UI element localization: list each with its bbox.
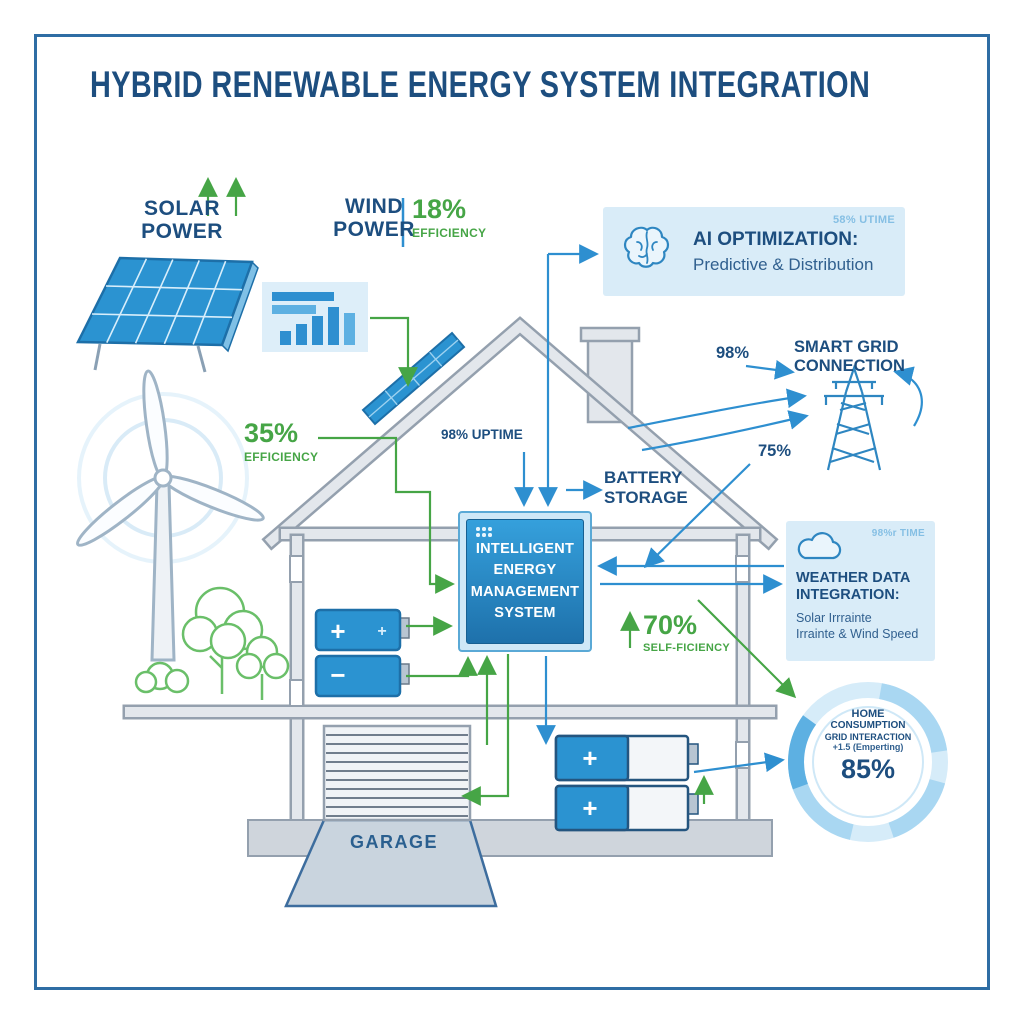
gauge-line4: +1.5 (Emperting): [832, 742, 904, 752]
transmission-tower-icon: [824, 364, 884, 471]
ems-title-line4: SYSTEM: [494, 604, 556, 621]
gauge-line3: GRID INTERACTION: [824, 732, 912, 742]
turbine-efficiency-value: 35%: [244, 418, 299, 448]
garage-label: GARAGE: [350, 832, 439, 852]
border-frame: [34, 34, 990, 990]
smart-grid-label: SMART GRID CONNECTION: [794, 338, 905, 377]
gauge-value: 85%: [840, 754, 896, 784]
weather-subtitle-line1: Solar Irrrainte: [796, 610, 872, 625]
wind-power-line1: WIND: [345, 195, 403, 218]
gauge-line2: CONSUMPTION: [830, 720, 906, 731]
self-sufficiency-stat: 70% SELF-FICIENCY: [643, 610, 731, 655]
gauge-ring: [788, 681, 948, 842]
grid-interaction-value: 75%: [758, 442, 792, 460]
battery-storage-label: BATTERY STORAGE: [604, 468, 688, 508]
weather-title: WEATHER DATA INTEGRATION:: [796, 570, 925, 605]
solar-power-label: SOLAR POWER: [126, 197, 238, 243]
wind-efficiency-label: EFFICIENCY: [412, 226, 487, 240]
bar-chart-icon: [262, 282, 368, 352]
battery-bank-plus-2: +: [582, 793, 597, 823]
brain-icon: [624, 226, 669, 268]
wind-power-label: WIND POWER: [328, 195, 420, 241]
gauge-line1: HOME: [851, 708, 885, 720]
weather-subtitle-line2: Irrainte & Wind Speed: [796, 627, 919, 642]
weather-title-line1: WEATHER DATA: [796, 570, 911, 586]
smart-grid-line2: CONNECTION: [794, 357, 905, 376]
ai-uptime-badge: 58% UTIME: [833, 214, 895, 226]
ai-optimization-panel: 58% UTIME AI OPTIMIZATION: Predictive & …: [603, 207, 905, 296]
energy-management-system-box: INTELLIGENT ENERGY MANAGEMENT SYSTEM: [458, 511, 592, 652]
page-title: HYBRID RENEWABLE ENERGY SYSTEM INTEGRATI…: [90, 64, 871, 105]
weather-title-line2: INTEGRATION:: [796, 587, 900, 604]
ems-title-line3: MANAGEMENT: [470, 583, 580, 600]
self-sufficiency-value: 70%: [643, 610, 698, 640]
weather-subtitle: Solar Irrrainte Irrainte & Wind Speed: [796, 610, 925, 643]
wind-turbine-illustration: [76, 369, 265, 662]
ems-uptime-label: 98% UPTIME: [441, 427, 523, 442]
battery-minus-symbol: −: [330, 660, 345, 690]
ai-optimization-subtitle: Predictive & Distribution: [693, 254, 874, 274]
consumption-gauge-label: HOME CONSUMPTION GRID INTERACTION +1.5 (…: [810, 708, 926, 785]
battery-bank-illustration: + +: [554, 734, 699, 832]
ems-inner-panel: INTELLIGENT ENERGY MANAGEMENT SYSTEM: [466, 519, 584, 644]
self-sufficiency-label: SELF-FICIENCY: [643, 642, 731, 654]
weather-data-panel: 98%r TIME WEATHER DATA INTEGRATION: Sola…: [786, 521, 935, 661]
ems-title-line1: INTELLIGENT: [475, 541, 575, 558]
battery-storage-line1: BATTERY: [604, 468, 683, 487]
smart-grid-line1: SMART GRID: [794, 338, 899, 356]
weather-uptime-badge: 98%r TIME: [871, 528, 925, 539]
ems-title-line2: ENERGY: [493, 562, 557, 579]
solar-power-line2: POWER: [141, 219, 223, 243]
blue-flow-arrows: [514, 244, 923, 774]
ai-optimization-title: AI OPTIMIZATION:: [693, 228, 859, 250]
solar-power-line1: SOLAR: [144, 197, 220, 220]
trees-illustration: [134, 586, 290, 700]
turbine-efficiency-stat: 35% EFFICIENCY: [244, 418, 319, 465]
wind-power-line2: POWER: [333, 217, 415, 241]
cloud-icon: [797, 532, 842, 560]
battery-left-illustration: + + −: [314, 608, 410, 698]
battery-bank-plus-1: +: [582, 743, 597, 773]
turbine-efficiency-label: EFFICIENCY: [244, 450, 319, 464]
ems-dots-icon: [476, 527, 494, 539]
wind-efficiency-value: 18%: [412, 194, 467, 224]
smart-grid-value: 98%: [716, 344, 750, 362]
battery-plus-symbol: +: [330, 616, 345, 646]
battery-plus-symbol-small: +: [377, 623, 386, 640]
garage-door: [322, 724, 472, 822]
solar-panel-illustration: [75, 256, 259, 373]
battery-storage-line2: STORAGE: [604, 488, 688, 508]
wind-efficiency-stat: 18% EFFICIENCY: [412, 194, 487, 241]
green-flow-arrows: [198, 177, 797, 806]
